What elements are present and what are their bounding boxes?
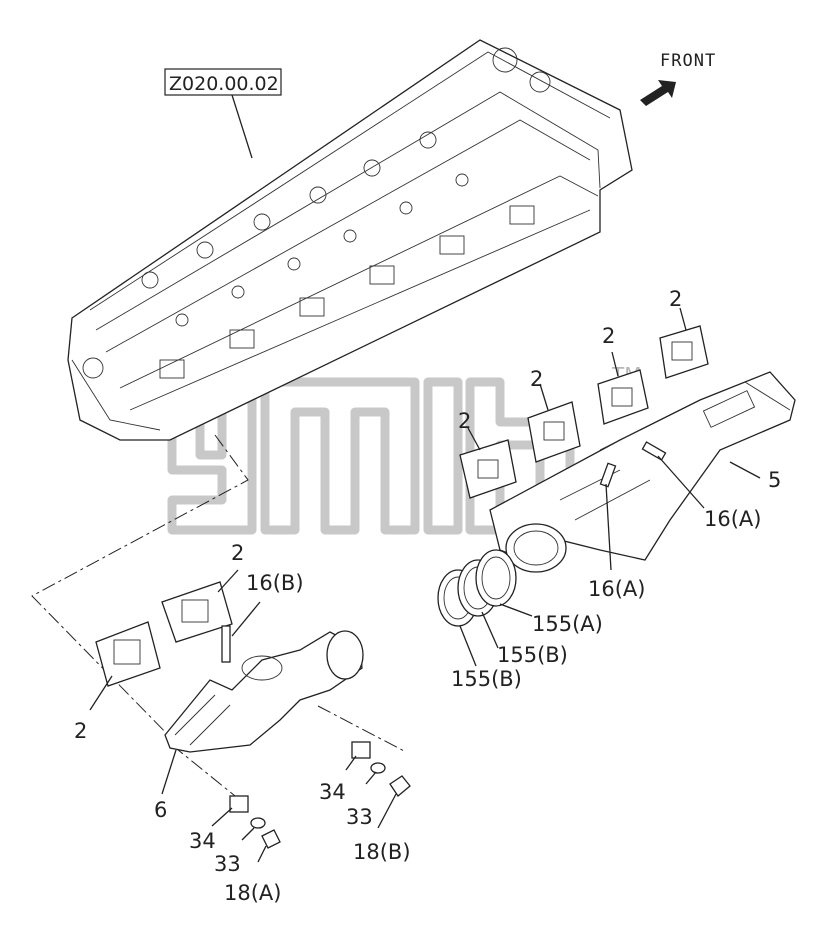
callout-ring-b-2: 155(B) <box>451 667 522 691</box>
callout-stud-a-mid: 16(A) <box>588 577 645 601</box>
reference-label: Z020.00.02 <box>169 73 279 95</box>
gasket-set-front <box>459 325 709 499</box>
callout-gasket-a: 2 <box>669 287 682 311</box>
exhaust-manifold-front <box>489 371 796 573</box>
leader-lines <box>89 307 761 863</box>
callout-nut-a: 18(A) <box>224 881 281 905</box>
callout-gasket-e: 2 <box>231 541 244 565</box>
hardware-right <box>351 741 411 797</box>
callout-stud-a-top: 16(A) <box>704 507 761 531</box>
callout-gasket-c: 2 <box>530 367 543 391</box>
exhaust-manifold-rear <box>164 625 364 753</box>
gasket-set-rear <box>95 581 233 687</box>
callout-washer-left: 33 <box>214 852 241 876</box>
callout-spacer-right: 34 <box>319 780 346 804</box>
callout-nut-b: 18(B) <box>353 840 411 864</box>
callout-manifold-rear: 6 <box>154 798 167 822</box>
stud-a <box>599 441 667 488</box>
callout-spacer-left: 34 <box>189 829 216 853</box>
front-indicator: FRONT <box>640 51 716 106</box>
cylinder-head <box>67 39 633 441</box>
callout-labels: 2 2 2 2 5 16(A) 16(A) 155(A) 155(B) 155(… <box>74 287 781 905</box>
callout-gasket-b: 2 <box>602 324 615 348</box>
sealing-rings <box>437 549 517 627</box>
callout-gasket-f: 2 <box>74 719 87 743</box>
callout-gasket-d: 2 <box>458 409 471 433</box>
callout-stud-b: 16(B) <box>246 571 304 595</box>
callout-washer-right: 33 <box>346 805 373 829</box>
reference-callout[interactable]: Z020.00.02 <box>164 68 282 159</box>
callout-manifold-front: 5 <box>768 468 781 492</box>
callout-ring-a: 155(A) <box>532 612 603 636</box>
hardware-left <box>229 795 281 849</box>
front-label: FRONT <box>660 51 716 71</box>
callout-ring-b-1: 155(B) <box>497 643 568 667</box>
arrow-icon <box>640 80 676 106</box>
